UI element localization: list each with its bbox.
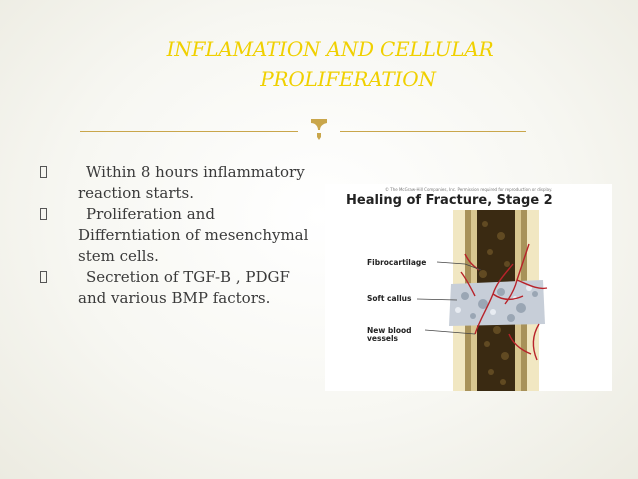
slide-title: INFLAMATION AND CELLULAR PROLIFERATION — [60, 34, 600, 94]
label-soft-callus: Soft callus — [367, 294, 412, 303]
figure-credit: © The McGraw-Hill Companies, Inc. Permis… — [385, 187, 553, 192]
bullet-item: Secretion of TGF-B , PDGF and various BM… — [40, 267, 310, 309]
divider-left-line — [80, 131, 298, 132]
fracture-illustration — [416, 210, 548, 391]
figure-title: Healing of Fracture, Stage 2 — [346, 193, 553, 208]
label-new-blood-vessels: New blood vessels — [367, 326, 412, 343]
fracture-healing-figure: © The McGraw-Hill Companies, Inc. Permis… — [325, 184, 612, 391]
square-bullet-icon — [40, 271, 47, 283]
bullet-item: Within 8 hours inflammatory reaction sta… — [40, 162, 310, 204]
title-line-1: INFLAMATION AND CELLULAR — [166, 37, 494, 61]
divider-right-line — [340, 131, 526, 132]
flourish-icon — [311, 119, 327, 140]
title-line-2: PROLIFERATION — [260, 67, 436, 91]
bullet-item: Proliferation and Differntiation of mese… — [40, 204, 310, 267]
bullet-text: Secretion of TGF-B , PDGF and various BM… — [78, 268, 290, 307]
square-bullet-icon — [40, 208, 47, 220]
bullet-text: Within 8 hours inflammatory reaction sta… — [78, 163, 305, 202]
bullet-list: Within 8 hours inflammatory reaction sta… — [40, 162, 310, 309]
bullet-text: Proliferation and Differntiation of mese… — [78, 205, 309, 265]
label-fibrocartilage: Fibrocartilage — [367, 258, 427, 267]
square-bullet-icon — [40, 166, 47, 178]
